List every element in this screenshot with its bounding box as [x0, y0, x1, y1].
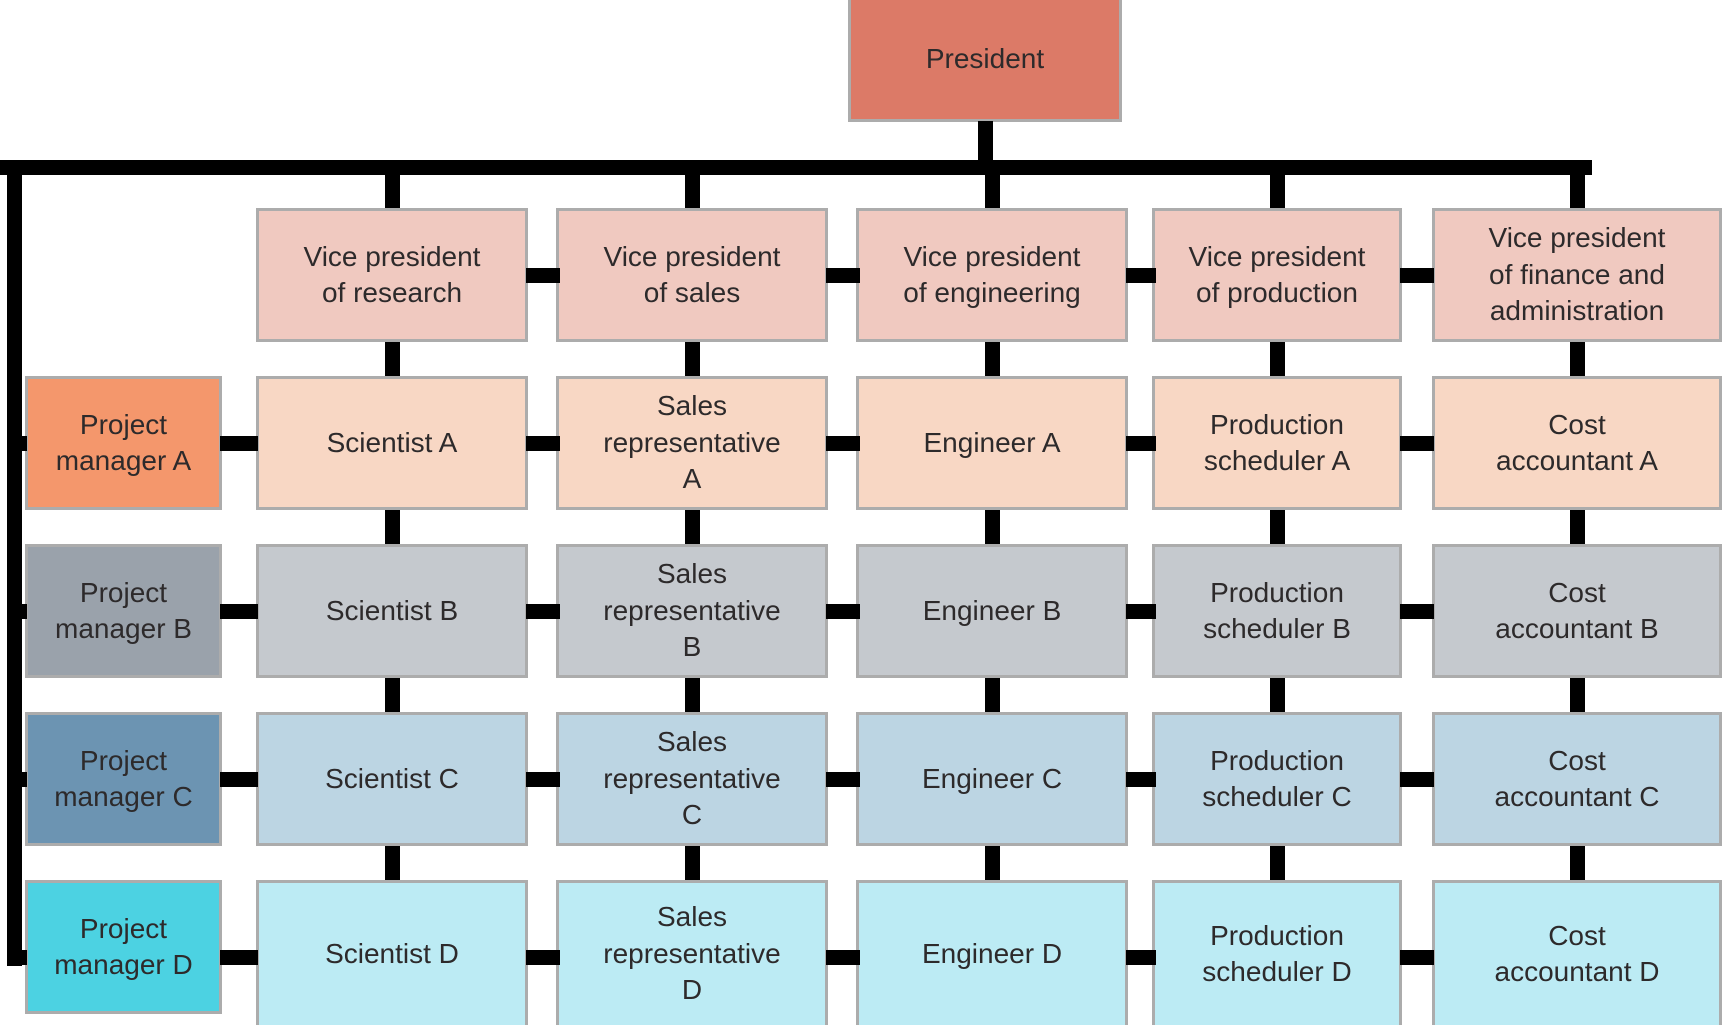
- connector-right-elbow: [1570, 160, 1585, 208]
- vp-finance-box: Vice president of finance and administra…: [1432, 208, 1722, 342]
- connector-president-stub: [978, 121, 993, 162]
- connector-row-hline: [826, 604, 860, 619]
- connector-row-hline: [526, 772, 560, 787]
- connector-vp-stub: [685, 175, 700, 208]
- connector-col-vline: [985, 342, 1000, 376]
- connector-row-hline: [526, 950, 560, 965]
- connector-row-hline: [826, 436, 860, 451]
- vp-production-box: Vice president of production: [1152, 208, 1402, 342]
- connector-row-hline: [1126, 268, 1156, 283]
- connector-col-vline: [1570, 342, 1585, 376]
- connector-col-vline: [385, 678, 400, 712]
- connector-col-vline: [385, 342, 400, 376]
- connector-vp-stub: [385, 175, 400, 208]
- project-manager-a-box: Project manager A: [25, 376, 222, 510]
- connector-col-vline: [685, 846, 700, 880]
- connector-row-hline: [1400, 436, 1434, 451]
- connector-row-hline: [1126, 436, 1156, 451]
- connector-col-vline: [685, 510, 700, 544]
- connector-row-hline: [1126, 950, 1156, 965]
- cell-scientist-a: Scientist A: [256, 376, 528, 510]
- cell-production-scheduler-b: Production scheduler B: [1152, 544, 1402, 678]
- connector-col-vline: [1270, 510, 1285, 544]
- cell-engineer-b: Engineer B: [856, 544, 1128, 678]
- connector-col-vline: [1270, 342, 1285, 376]
- connector-col-vline: [685, 678, 700, 712]
- connector-row-hline: [526, 436, 560, 451]
- connector-col-vline: [685, 342, 700, 376]
- connector-row-hline: [220, 772, 258, 787]
- cell-cost-accountant-d: Cost accountant D: [1432, 880, 1722, 1025]
- connector-row-hline: [1126, 604, 1156, 619]
- connector-col-vline: [385, 846, 400, 880]
- connector-row-hline: [826, 268, 860, 283]
- project-manager-c-box: Project manager C: [25, 712, 222, 846]
- connector-left-trunk: [7, 160, 22, 966]
- connector-col-vline: [1270, 678, 1285, 712]
- connector-pm-stub: [8, 436, 27, 451]
- connector-row-hline: [220, 604, 258, 619]
- cell-engineer-a: Engineer A: [856, 376, 1128, 510]
- connector-col-vline: [1570, 846, 1585, 880]
- connector-vp-stub: [1270, 175, 1285, 208]
- connector-col-vline: [385, 510, 400, 544]
- connector-col-vline: [985, 510, 1000, 544]
- cell-production-scheduler-c: Production scheduler C: [1152, 712, 1402, 846]
- cell-cost-accountant-a: Cost accountant A: [1432, 376, 1722, 510]
- connector-main-hline: [0, 160, 1592, 175]
- cell-sales-rep-a: Sales representative A: [556, 376, 828, 510]
- cell-sales-rep-d: Sales representative D: [556, 880, 828, 1025]
- connector-row-hline: [526, 268, 560, 283]
- connector-col-vline: [1270, 846, 1285, 880]
- connector-row-hline: [526, 604, 560, 619]
- connector-pm-stub: [8, 950, 27, 965]
- connector-pm-stub: [8, 604, 27, 619]
- project-manager-d-box: Project manager D: [25, 880, 222, 1014]
- connector-row-hline: [220, 436, 258, 451]
- cell-scientist-c: Scientist C: [256, 712, 528, 846]
- connector-row-hline: [1400, 268, 1434, 283]
- connector-row-hline: [1126, 772, 1156, 787]
- connector-row-hline: [1400, 604, 1434, 619]
- president-box: President: [848, 0, 1122, 122]
- vp-engineering-box: Vice president of engineering: [856, 208, 1128, 342]
- cell-cost-accountant-c: Cost accountant C: [1432, 712, 1722, 846]
- connector-col-vline: [985, 678, 1000, 712]
- project-manager-b-box: Project manager B: [25, 544, 222, 678]
- connector-row-hline: [220, 950, 258, 965]
- cell-production-scheduler-d: Production scheduler D: [1152, 880, 1402, 1025]
- connector-vp-stub: [985, 175, 1000, 208]
- cell-engineer-c: Engineer C: [856, 712, 1128, 846]
- cell-scientist-d: Scientist D: [256, 880, 528, 1025]
- connector-col-vline: [1570, 678, 1585, 712]
- cell-engineer-d: Engineer D: [856, 880, 1128, 1025]
- connector-col-vline: [985, 846, 1000, 880]
- connector-pm-stub: [8, 772, 27, 787]
- cell-scientist-b: Scientist B: [256, 544, 528, 678]
- cell-production-scheduler-a: Production scheduler A: [1152, 376, 1402, 510]
- connector-row-hline: [826, 772, 860, 787]
- connector-row-hline: [1400, 772, 1434, 787]
- cell-sales-rep-b: Sales representative B: [556, 544, 828, 678]
- connector-row-hline: [826, 950, 860, 965]
- vp-sales-box: Vice president of sales: [556, 208, 828, 342]
- cell-cost-accountant-b: Cost accountant B: [1432, 544, 1722, 678]
- connector-row-hline: [1400, 950, 1434, 965]
- vp-research-box: Vice president of research: [256, 208, 528, 342]
- cell-sales-rep-c: Sales representative C: [556, 712, 828, 846]
- connector-col-vline: [1570, 510, 1585, 544]
